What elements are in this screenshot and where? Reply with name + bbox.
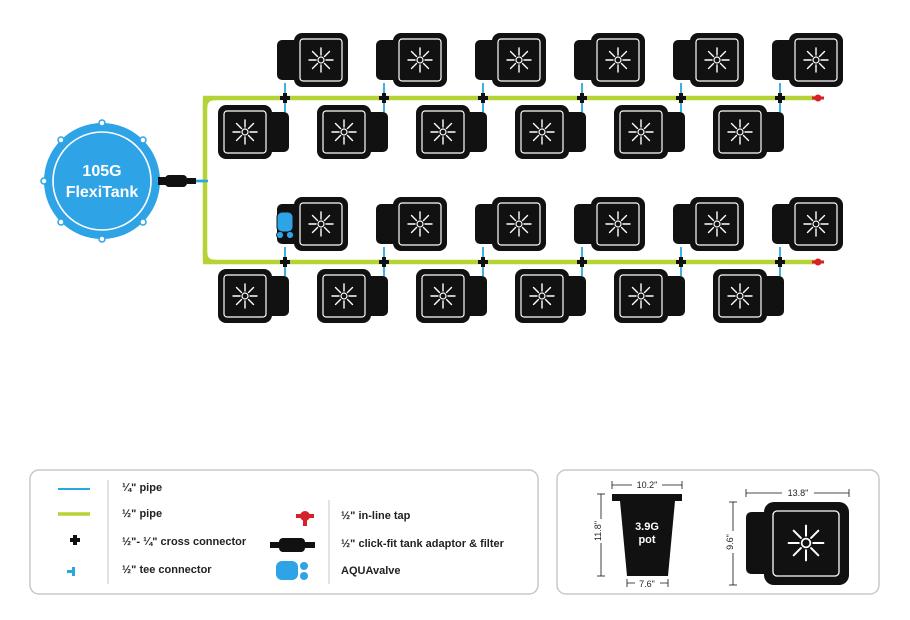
- pipe-network: [196, 83, 824, 276]
- tank-eyelet: [98, 235, 106, 243]
- pot: [614, 105, 685, 159]
- pot: [317, 105, 388, 159]
- tank-ring: [52, 131, 152, 231]
- in-line-tap: [812, 94, 824, 102]
- legend-label-half-pipe: ½" pipe: [122, 508, 163, 520]
- legend-label-in-line-tap: ½" in-line tap: [341, 510, 411, 522]
- pot: [772, 33, 843, 87]
- aquavalve-icon: [276, 561, 308, 580]
- pot: [614, 269, 685, 323]
- tank-eyelet: [98, 119, 106, 127]
- tray-icon: [746, 502, 849, 585]
- pot: [416, 269, 487, 323]
- pot: [713, 269, 784, 323]
- cross-connector: [379, 257, 389, 267]
- pot: [218, 269, 289, 323]
- cross-connector: [478, 257, 488, 267]
- pot-height-label: 11.8": [593, 521, 603, 541]
- cross-connector: [676, 93, 686, 103]
- pot: [515, 105, 586, 159]
- cross-connector-icon: [70, 535, 80, 545]
- legend-label-cross-connector: ½"- ¼" cross connector: [122, 536, 247, 548]
- pot-word-label: pot: [638, 534, 655, 546]
- pot: [673, 197, 744, 251]
- pot: [475, 197, 546, 251]
- aquavalve: [276, 211, 294, 239]
- tank-eyelet: [139, 218, 147, 226]
- legend-label-quarter-pipe: ¼" pipe: [122, 482, 163, 494]
- pot-top-width-label: 10.2": [637, 480, 658, 490]
- pot: [515, 269, 586, 323]
- pot-icon: [612, 494, 682, 576]
- pot: [277, 33, 348, 87]
- pot: [475, 33, 546, 87]
- cross-connector: [280, 93, 290, 103]
- pot: [218, 105, 289, 159]
- tee-connector-icon: [67, 567, 75, 576]
- tray-depth-label: 9.6": [725, 534, 735, 550]
- pot: [772, 197, 843, 251]
- tank-eyelet: [57, 136, 65, 144]
- in-line-tap: [812, 258, 824, 266]
- tank-body: [44, 123, 160, 239]
- legend-frame: [29, 469, 539, 595]
- tank-adaptor-filter: [158, 175, 205, 187]
- in-line-tap-icon: [296, 511, 314, 526]
- cross-connector: [577, 93, 587, 103]
- cross-connector: [478, 93, 488, 103]
- pot: [713, 105, 784, 159]
- pot: [376, 33, 447, 87]
- tray-width-label: 13.8": [788, 488, 809, 498]
- flexitank: 105G FlexiTank: [40, 119, 164, 243]
- tank-eyelet: [57, 218, 65, 226]
- dimensions-panel: 3.9G pot 10.2" 11.8" 7.6" 13.8": [556, 469, 880, 595]
- pot: [416, 105, 487, 159]
- cross-connector: [577, 257, 587, 267]
- pot: [673, 33, 744, 87]
- cross-connector: [676, 257, 686, 267]
- tank-eyelet: [40, 177, 48, 185]
- pot-bottom-width-label: 7.6": [639, 579, 655, 589]
- cross-connector: [280, 257, 290, 267]
- pot-size-label: 3.9G: [635, 521, 659, 533]
- pot-grid: [218, 33, 843, 323]
- tank-size-label: 105G: [82, 163, 121, 180]
- tank-name-label: FlexiTank: [66, 184, 139, 201]
- pot: [574, 33, 645, 87]
- tank-eyelet: [139, 136, 147, 144]
- legend-label-tank-adaptor: ½" click-fit tank adaptor & filter: [341, 538, 504, 550]
- pot: [317, 269, 388, 323]
- legend-panel: [29, 469, 539, 595]
- cross-connector: [379, 93, 389, 103]
- legend-label-aquavalve: AQUAvalve: [341, 565, 401, 577]
- cross-connector: [775, 257, 785, 267]
- pot: [574, 197, 645, 251]
- legend-label-tee-connector: ½" tee connector: [122, 564, 212, 576]
- pot: [376, 197, 447, 251]
- cross-connector: [775, 93, 785, 103]
- tank-adaptor-filter-icon: [270, 538, 315, 552]
